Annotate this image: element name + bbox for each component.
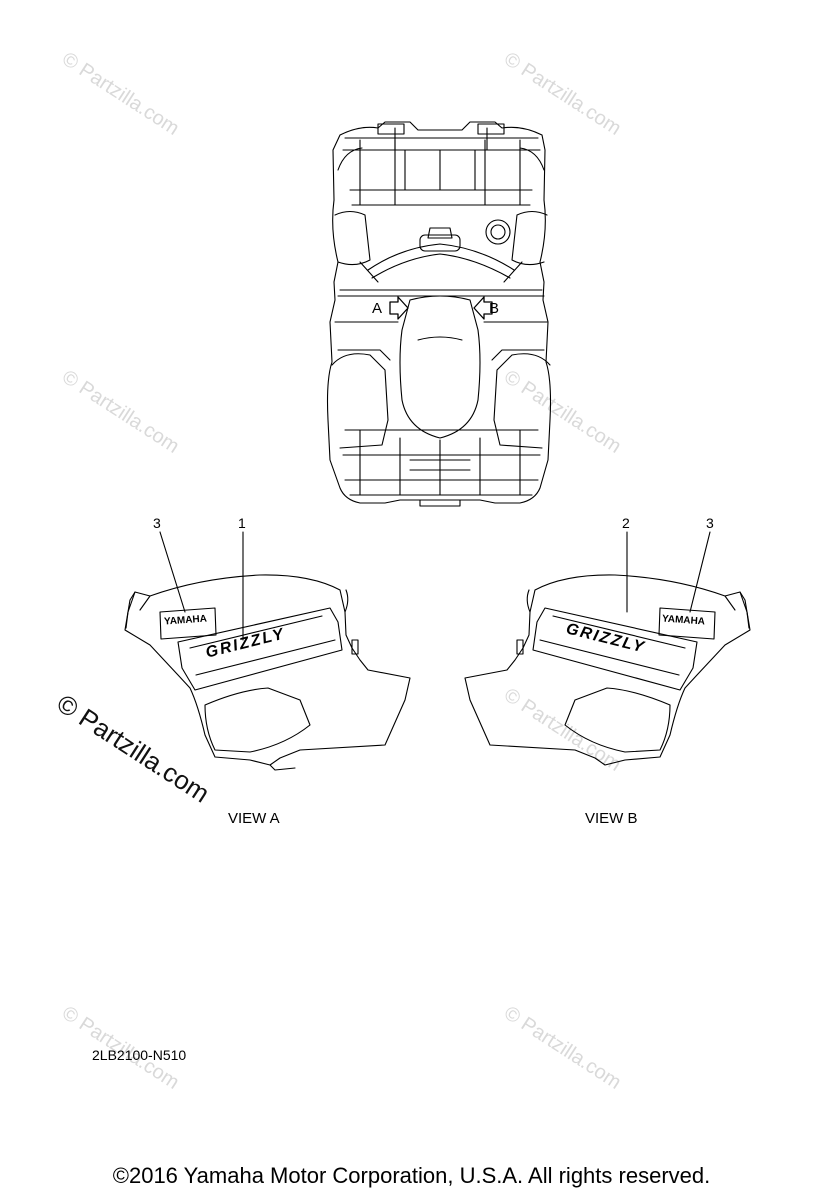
view-b-arrow-label: B: [489, 300, 500, 317]
drawing-code: 2LB2100-N510: [92, 1047, 187, 1063]
callout-leader: [159, 531, 186, 613]
callout-2: 2: [622, 515, 630, 531]
atv-top-view: [326, 121, 552, 507]
callout-3-left: 3: [153, 515, 161, 531]
side-panel-left: [124, 574, 411, 771]
view-a-arrow-label: A: [372, 300, 383, 317]
side-panel-right: [464, 574, 751, 766]
callout-leader: [689, 531, 711, 613]
view-b-label: VIEW B: [585, 810, 638, 827]
callout-3-right: 3: [706, 515, 714, 531]
callout-1: 1: [238, 515, 246, 531]
view-a-label: VIEW A: [228, 810, 280, 827]
copyright-footer: ©2016 Yamaha Motor Corporation, U.S.A. A…: [112, 1163, 711, 1188]
